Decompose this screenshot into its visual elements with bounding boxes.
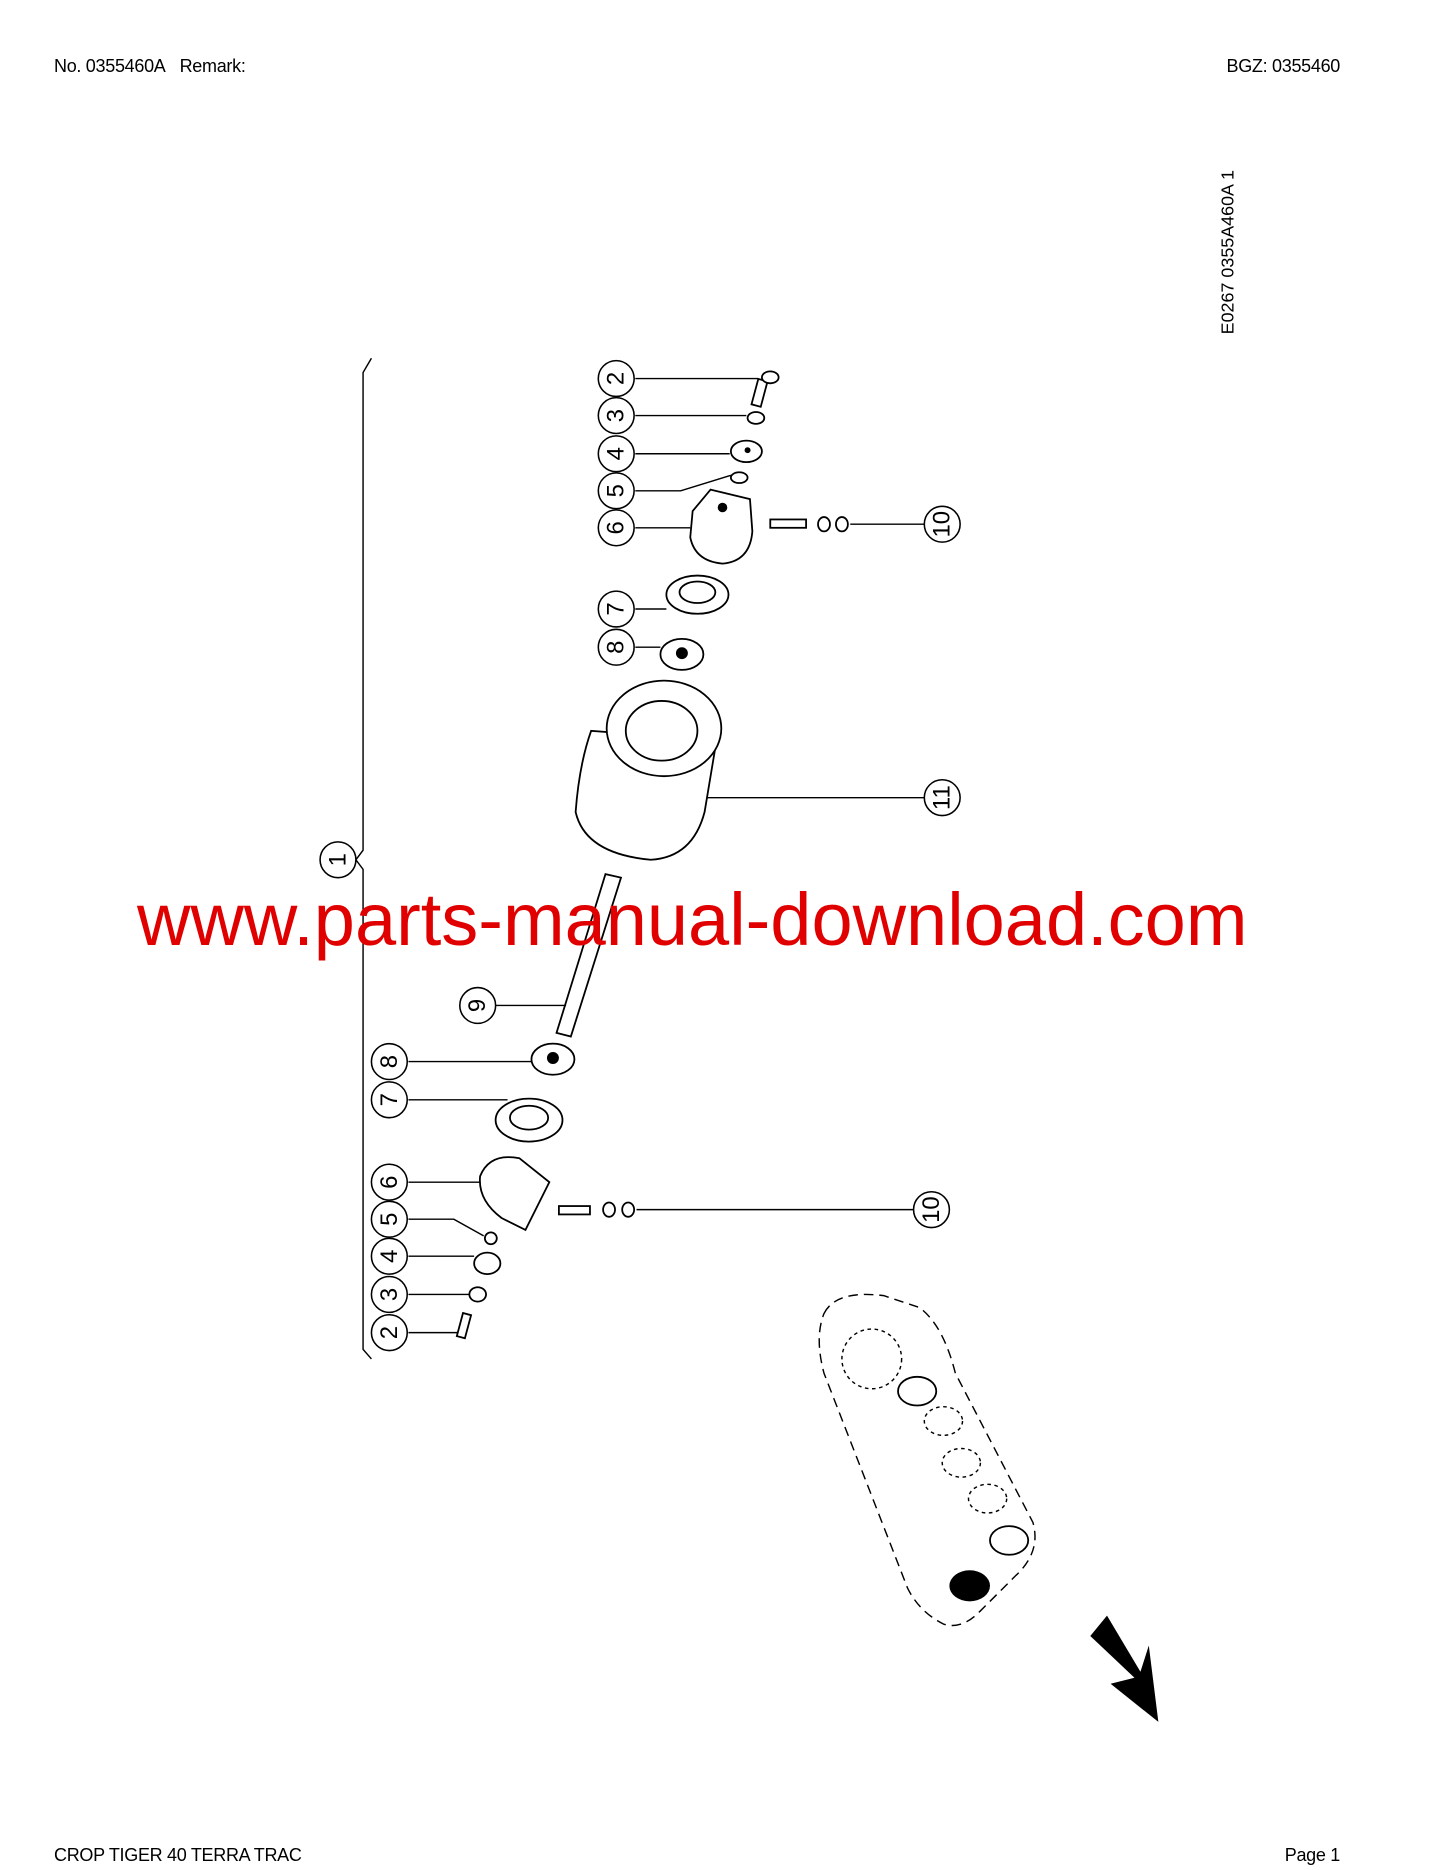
svg-text:11: 11: [929, 785, 956, 810]
svg-text:5: 5: [376, 1213, 403, 1226]
document-number-text: No. 0355460A: [54, 56, 166, 76]
svg-text:4: 4: [376, 1250, 403, 1263]
callout-assembly-1: 1: [319, 841, 357, 879]
page-number: Page 1: [1284, 1845, 1341, 1865]
lower-parts: [455, 1042, 636, 1340]
callout-lower-5: 5: [370, 1200, 409, 1238]
callout-lower-6: 6: [370, 1163, 409, 1201]
svg-text:10: 10: [929, 511, 956, 538]
svg-text:7: 7: [603, 602, 630, 615]
callout-upper-6: 6: [597, 509, 635, 547]
svg-text:4: 4: [603, 447, 630, 460]
callout-upper-3: 3: [597, 396, 635, 435]
callout-upper-8: 8: [597, 628, 635, 666]
remark-label: Remark:: [179, 56, 246, 76]
svg-text:5: 5: [603, 484, 630, 497]
callout-lower-7: 7: [370, 1081, 409, 1119]
drawing-code: E0267 0355A460A 1: [1218, 170, 1238, 334]
machine-model: CROP TIGER 40 TERRA TRAC: [54, 1845, 302, 1865]
svg-text:6: 6: [603, 521, 630, 534]
callout-roller-11: 11: [923, 778, 961, 817]
callout-lower-4: 4: [370, 1237, 409, 1275]
callout-shaft-9: 9: [459, 986, 497, 1025]
assembly-bracket: [355, 357, 373, 1360]
direction-arrow-icon: [1090, 1615, 1159, 1722]
svg-text:8: 8: [376, 1055, 403, 1068]
callout-upper-7: 7: [597, 590, 635, 628]
svg-text:3: 3: [603, 409, 630, 422]
svg-text:6: 6: [376, 1176, 403, 1189]
document-number: No. 0355460A Remark:: [54, 56, 246, 77]
track-frame-overview: [818, 1293, 1036, 1627]
watermark: www.parts-manual-download.com: [137, 878, 1248, 961]
bgz-number: BGZ: 0355460: [1226, 56, 1341, 76]
callout-lower-8: 8: [370, 1042, 409, 1081]
svg-text:7: 7: [376, 1093, 403, 1106]
svg-text:1: 1: [324, 853, 351, 866]
svg-text:9: 9: [464, 999, 491, 1012]
shaft: [555, 873, 623, 1038]
svg-text:2: 2: [376, 1326, 403, 1339]
callout-bolt-lower-10: 10: [912, 1190, 951, 1229]
upper-parts: [574, 370, 849, 861]
svg-text:2: 2: [603, 372, 630, 385]
leader-lines: [408, 377, 925, 1334]
callout-bolt-upper-10: 10: [923, 505, 961, 543]
svg-text:8: 8: [603, 641, 630, 654]
callout-upper-4: 4: [597, 435, 635, 473]
callout-lower-3: 3: [370, 1275, 409, 1314]
svg-text:3: 3: [376, 1288, 403, 1301]
callout-lower-2: 2: [370, 1313, 409, 1352]
svg-text:10: 10: [918, 1196, 945, 1223]
callout-upper-2: 2: [597, 359, 635, 398]
callout-upper-5: 5: [597, 472, 635, 510]
